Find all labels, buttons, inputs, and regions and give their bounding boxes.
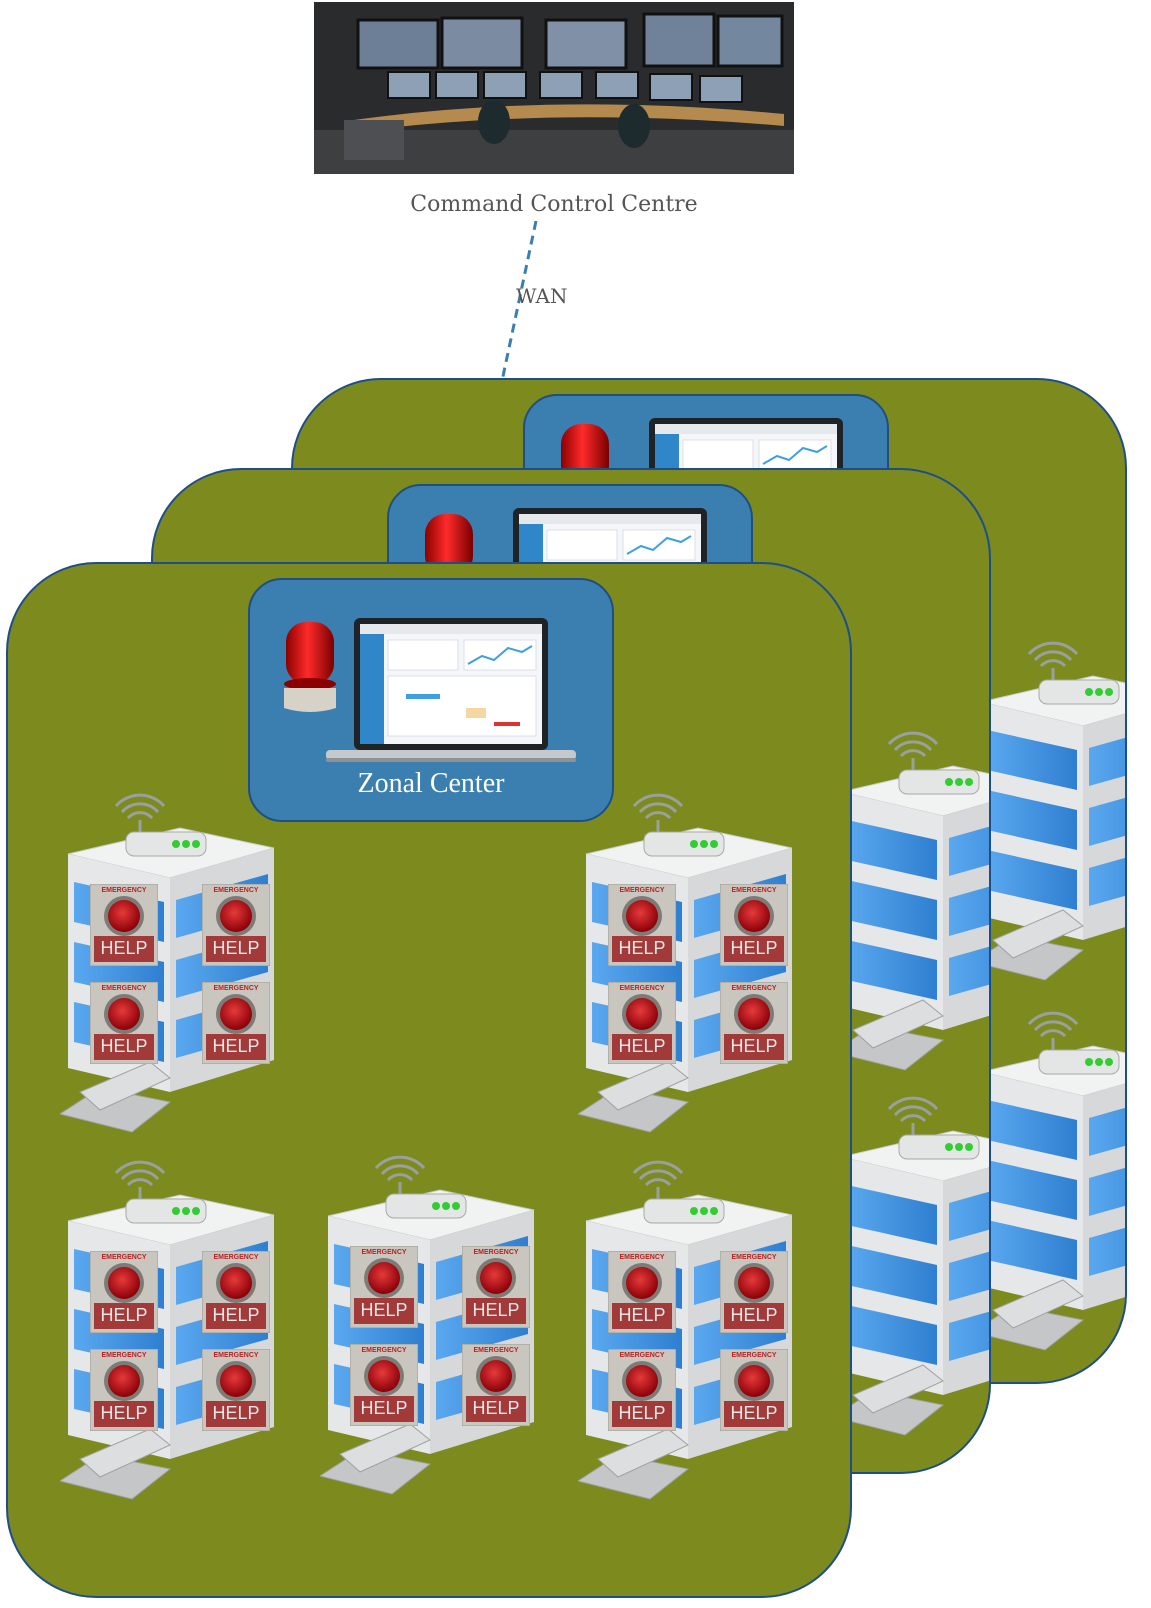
building [60, 792, 278, 1137]
panic-button-icon [462, 1344, 530, 1426]
panic-button-icon [720, 1251, 788, 1333]
wan-link-line [500, 220, 538, 382]
command-control-centre-image [314, 2, 794, 174]
panic-button-icon [720, 982, 788, 1064]
zone-front: Zonal Center [6, 562, 852, 1598]
panic-button-icon [90, 1251, 158, 1333]
panic-button-icon [202, 1349, 270, 1431]
panic-button-icon [720, 884, 788, 966]
panic-button-icon [350, 1246, 418, 1328]
building [320, 1154, 538, 1499]
panic-button-icon [608, 1251, 676, 1333]
panic-button-icon [202, 982, 270, 1064]
laptop-dashboard-icon [326, 618, 576, 768]
building [578, 1159, 796, 1504]
building-icon [973, 1010, 1127, 1355]
panic-button-icon [350, 1344, 418, 1426]
building-icon [973, 640, 1127, 985]
panic-button-icon [90, 982, 158, 1064]
building-icon [833, 730, 991, 1075]
panic-button-icon [608, 982, 676, 1064]
building [578, 792, 796, 1137]
panic-button-icon [90, 884, 158, 966]
control-room-monitors-icon [314, 2, 794, 174]
building [60, 1159, 278, 1504]
panic-button-icon [608, 884, 676, 966]
panic-button-icon [462, 1246, 530, 1328]
building-icon [833, 1095, 991, 1440]
panic-button-icon [90, 1349, 158, 1431]
panic-button-icon [202, 1251, 270, 1333]
panic-button-icon [608, 1349, 676, 1431]
wan-label: WAN [516, 284, 568, 308]
zonal-center-label: Zonal Center [357, 768, 505, 799]
panic-button-icon [720, 1349, 788, 1431]
zonal-center-front: Zonal Center [248, 578, 614, 822]
panic-button-icon [202, 884, 270, 966]
command-control-centre-label: Command Control Centre [410, 192, 698, 217]
